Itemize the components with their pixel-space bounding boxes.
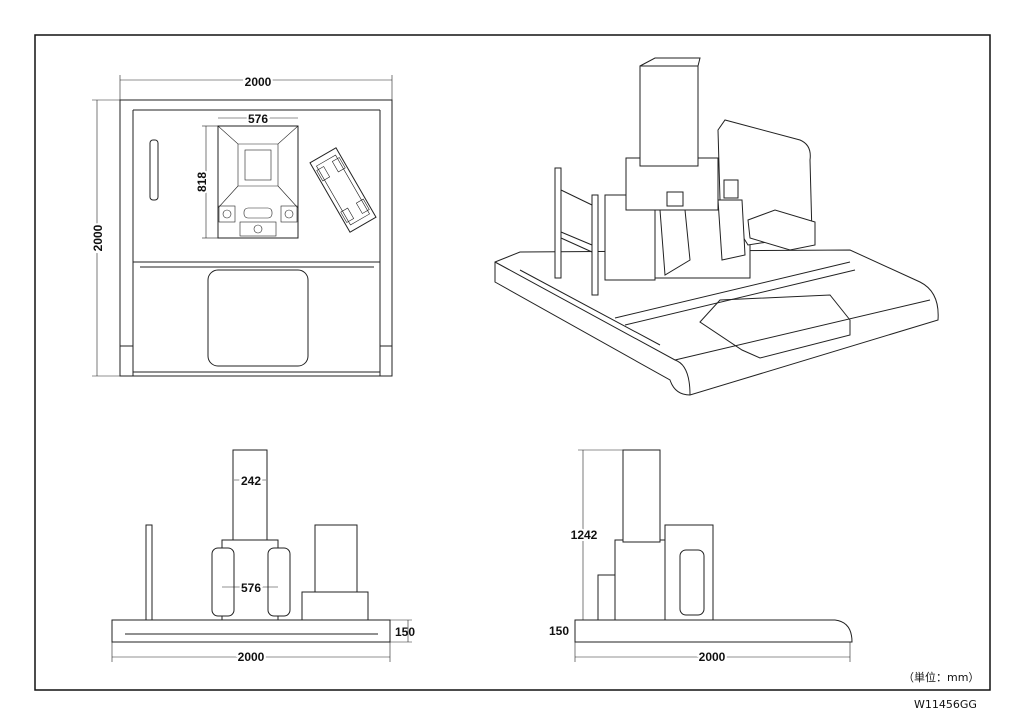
unit-label: （単位：mm） [903, 670, 979, 684]
drawing-number: W11456GG [914, 698, 977, 711]
monument-width-dim: 576 [248, 112, 268, 126]
isometric-view [494, 57, 939, 396]
base-stone-width-dim: 576 [241, 581, 261, 595]
monument-depth-dim: 818 [195, 172, 209, 192]
side-height-dim: 1242 [571, 528, 598, 542]
pillar-width-dim: 242 [241, 474, 261, 488]
side-elevation [574, 449, 853, 662]
plan-depth-dim: 2000 [91, 224, 105, 251]
side-total-depth-dim: 2000 [699, 650, 726, 664]
plan-view [92, 75, 393, 377]
drawing-frame [34, 34, 991, 691]
side-base-height-dim: 150 [549, 624, 569, 638]
front-base-height-dim: 150 [395, 625, 415, 639]
plan-width-dim: 2000 [245, 75, 272, 89]
front-total-width-dim: 2000 [238, 650, 265, 664]
front-elevation [111, 449, 412, 662]
